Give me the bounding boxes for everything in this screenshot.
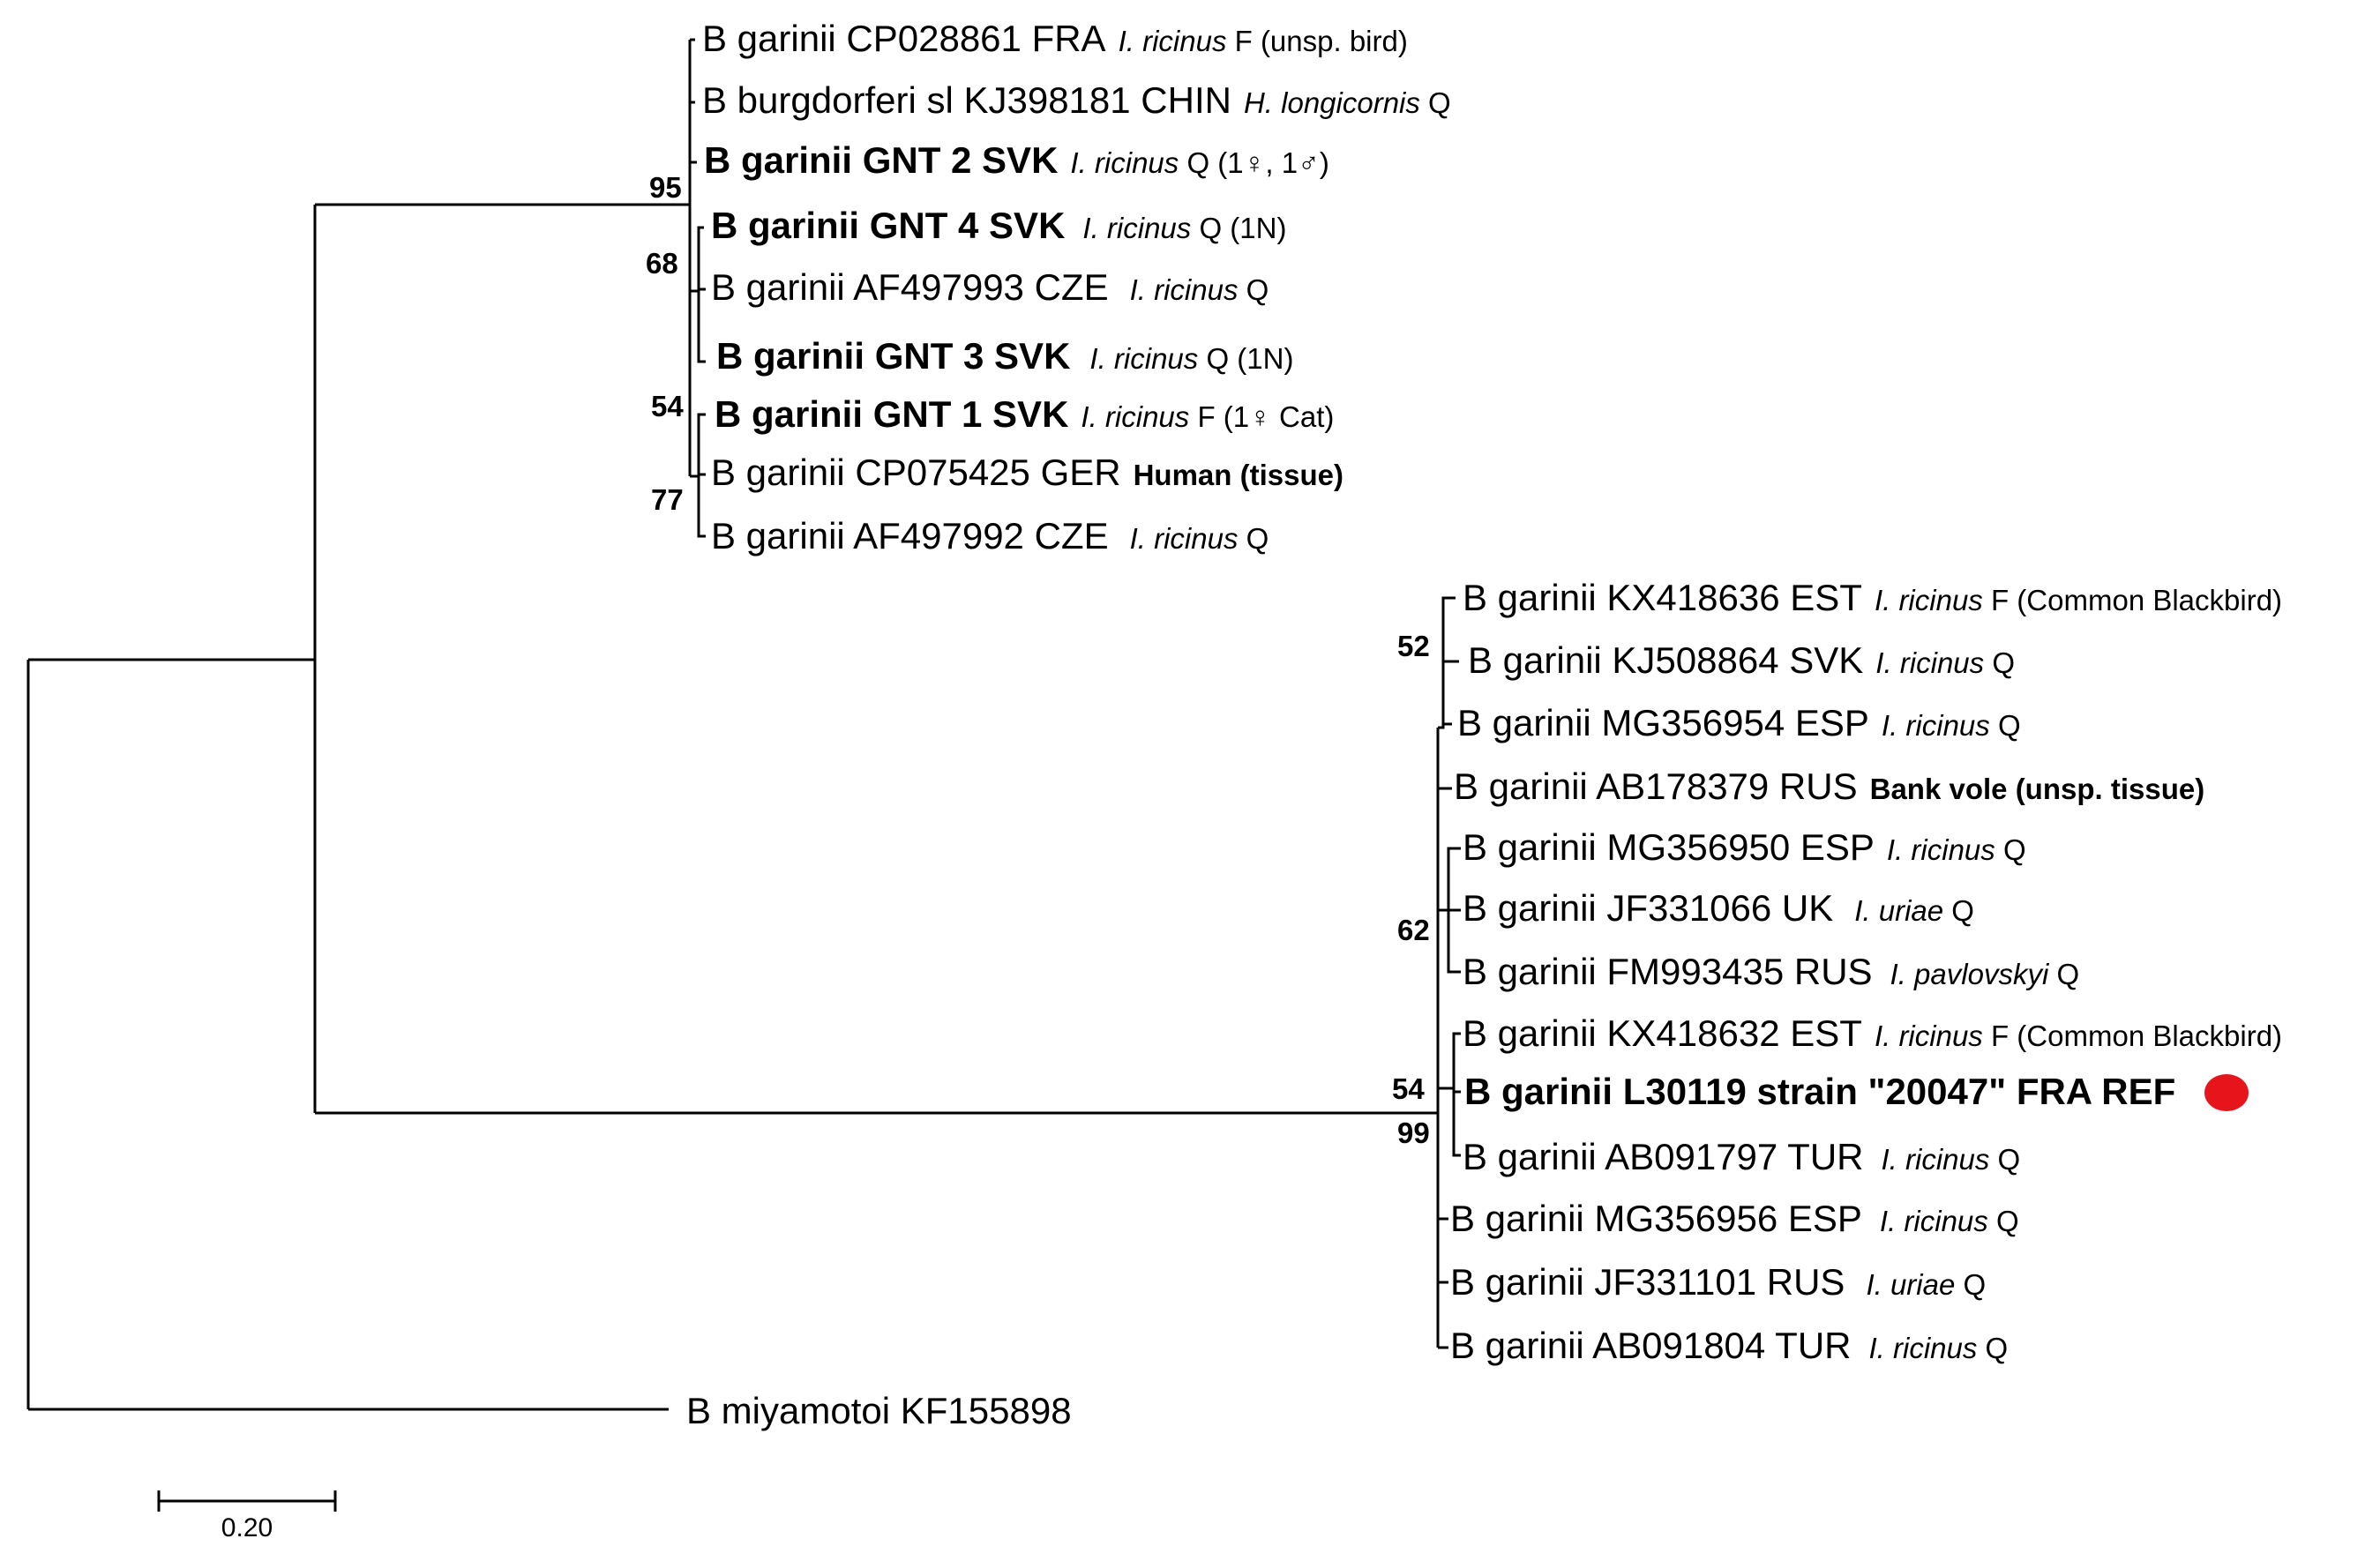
branch-sub-62: [1438, 847, 1461, 974]
branch-sub-77: [690, 413, 706, 538]
taxon-label-outgroup: B miyamotoi KF155898: [686, 1390, 1072, 1431]
scale-bar-label: 0.20: [221, 1513, 273, 1542]
bootstrap-value: 54: [651, 390, 684, 422]
bootstrap-value: 62: [1397, 914, 1430, 946]
scale-bar-line: [157, 1490, 337, 1512]
branch-sub-54-99: [1438, 1032, 1461, 1157]
scale-bar: 0.20: [157, 1490, 337, 1542]
bootstrap-values: 95 68 54 77 52 62 54 99: [646, 171, 1430, 1149]
bootstrap-value: 77: [651, 483, 684, 516]
taxon-label-reference: B garinii L30119 strain "20047" FRA REF: [1464, 1071, 2175, 1112]
bootstrap-value: 95: [649, 171, 682, 204]
tree-branches: [26, 38, 1461, 1411]
branch-sub-68: [690, 226, 706, 363]
bootstrap-value: 99: [1397, 1117, 1430, 1149]
reference-strain-marker: [2204, 1074, 2249, 1111]
bootstrap-value: 68: [646, 247, 678, 280]
bootstrap-value: 54: [1392, 1072, 1425, 1105]
branch-sub-52: [1438, 596, 1459, 729]
bootstrap-value: 52: [1397, 630, 1430, 662]
